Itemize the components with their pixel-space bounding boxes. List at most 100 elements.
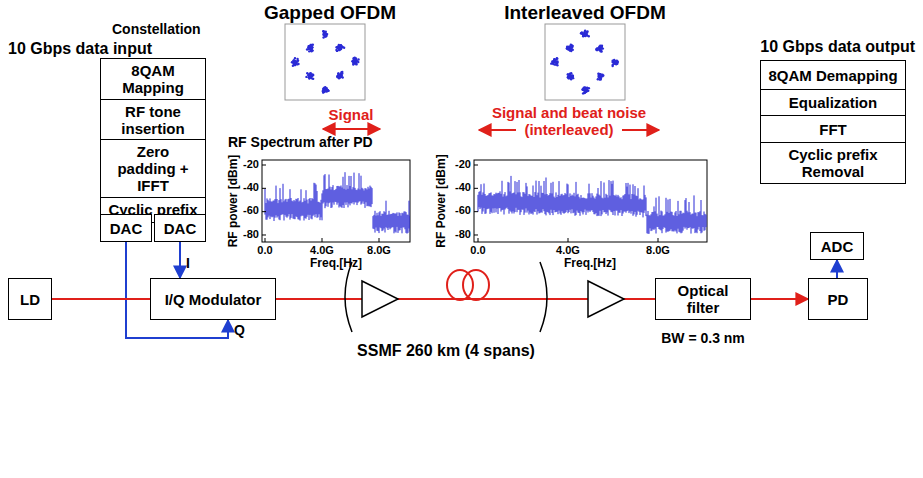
panel-title: Gapped OFDM — [264, 2, 396, 24]
constellation-dot — [566, 47, 568, 49]
tick-mark — [474, 188, 478, 189]
tick-label: 8.0G — [367, 244, 391, 257]
tick-label: -40 — [455, 181, 471, 194]
constellation-dot — [355, 62, 357, 64]
bracket — [540, 262, 547, 332]
constellation-frame — [545, 24, 625, 100]
constellation-dot — [597, 73, 599, 75]
process-box: 8QAM Mapping — [100, 58, 206, 100]
constellation-dot — [322, 90, 324, 92]
constellation-dot — [312, 74, 314, 76]
constellation-dot — [567, 73, 569, 75]
constellation-dot — [570, 45, 572, 47]
tick-label: -40 — [243, 181, 259, 194]
constellation-points — [291, 30, 619, 95]
box-label: 8QAM Mapping — [106, 62, 200, 96]
panel-title: Interleaved OFDM — [504, 2, 666, 24]
constellation-dot — [570, 46, 572, 48]
photodiode-box: PD — [808, 278, 868, 320]
tick-mark — [262, 234, 266, 235]
tick-mark — [322, 238, 323, 242]
constellation-dot — [602, 74, 604, 76]
tick-label: -80 — [455, 228, 471, 241]
constellation-dot — [595, 48, 597, 50]
constellation-dot — [556, 57, 558, 59]
tick-mark — [658, 238, 659, 242]
electrical-link — [836, 260, 838, 278]
tick-label: 0.0 — [257, 244, 272, 257]
box-label: RF tone insertion — [106, 103, 200, 137]
tick-mark — [265, 238, 266, 242]
constellation-dot — [296, 58, 298, 60]
constellation-dot — [586, 30, 588, 32]
modulator-box: I/Q Modulator — [150, 278, 276, 320]
constellation-dot — [570, 47, 572, 49]
tick-label: -20 — [243, 158, 259, 171]
spectrum-path — [265, 172, 410, 233]
process-box: 8QAM Demapping — [760, 60, 906, 90]
constellation-dot — [357, 61, 359, 63]
tick-mark — [262, 188, 266, 189]
process-box: Zero padding + IFFT — [100, 139, 206, 198]
axis-ticks — [262, 165, 658, 242]
axis-title: RF power [dBm] — [227, 155, 241, 248]
constellation-dot — [324, 90, 326, 92]
process-box: RF tone insertion — [100, 99, 206, 141]
constellation-dot — [615, 62, 617, 64]
constellation-dot — [325, 34, 327, 36]
tick-mark — [478, 238, 479, 242]
constellation-dot — [599, 50, 601, 52]
constellation-dot — [554, 58, 556, 60]
annotation: Signal and beat noise (interleaved) — [469, 104, 669, 139]
text-label: 10 Gbps data input — [8, 40, 152, 58]
spectrum-trace — [478, 176, 706, 234]
box-label: LD — [20, 291, 40, 308]
text-label: BW = 0.3 nm — [661, 330, 745, 346]
constellation-dot — [600, 74, 602, 76]
constellation-dot — [613, 59, 615, 61]
tick-mark — [568, 238, 569, 242]
constellation-dot — [292, 60, 294, 62]
constellation-dot — [307, 45, 309, 47]
constellation-dot — [308, 48, 310, 50]
tick-mark — [474, 234, 478, 235]
constellation-dot — [616, 60, 618, 62]
constellation-dot — [567, 46, 569, 48]
box-label: Cyclic prefix Removal — [766, 146, 900, 180]
constellation-dot — [357, 58, 359, 60]
constellation-dot — [582, 92, 584, 94]
spectrum-path — [478, 176, 706, 234]
constellation-dot — [613, 63, 615, 65]
text-label: Freq.[Hz] — [564, 257, 616, 271]
tick-label: 4.0G — [556, 244, 580, 257]
constellation-dot — [293, 62, 295, 64]
box-label: DAC — [110, 220, 143, 237]
constellation-dot — [293, 60, 295, 62]
constellation-dot — [340, 71, 342, 73]
constellation-dot — [600, 74, 602, 76]
constellation-dot — [581, 32, 583, 34]
tick-label: 8.0G — [646, 244, 670, 257]
constellation-dot — [566, 47, 568, 49]
constellation-dot — [337, 75, 339, 77]
constellation-dot — [553, 58, 555, 60]
constellation-dot — [310, 50, 312, 52]
process-box: FFT — [760, 115, 906, 143]
optical-link — [751, 298, 808, 300]
range-arrow — [622, 129, 659, 131]
constellation-dot — [550, 62, 552, 64]
converter-box: DAC — [100, 214, 152, 242]
laser-box: LD — [8, 278, 52, 320]
constellation-dot — [556, 64, 558, 66]
constellation-dot — [555, 60, 557, 62]
constellation-dot — [600, 47, 602, 49]
optical-link — [52, 298, 150, 300]
constellation-dot — [305, 76, 307, 78]
constellation-dot — [614, 60, 616, 62]
range-arrow — [479, 129, 516, 131]
constellation-dot — [352, 61, 354, 63]
box-label: FFT — [819, 121, 847, 138]
tick-label: 4.0G — [310, 244, 334, 257]
constellation-dot — [308, 50, 310, 52]
constellation-dot — [584, 90, 586, 92]
